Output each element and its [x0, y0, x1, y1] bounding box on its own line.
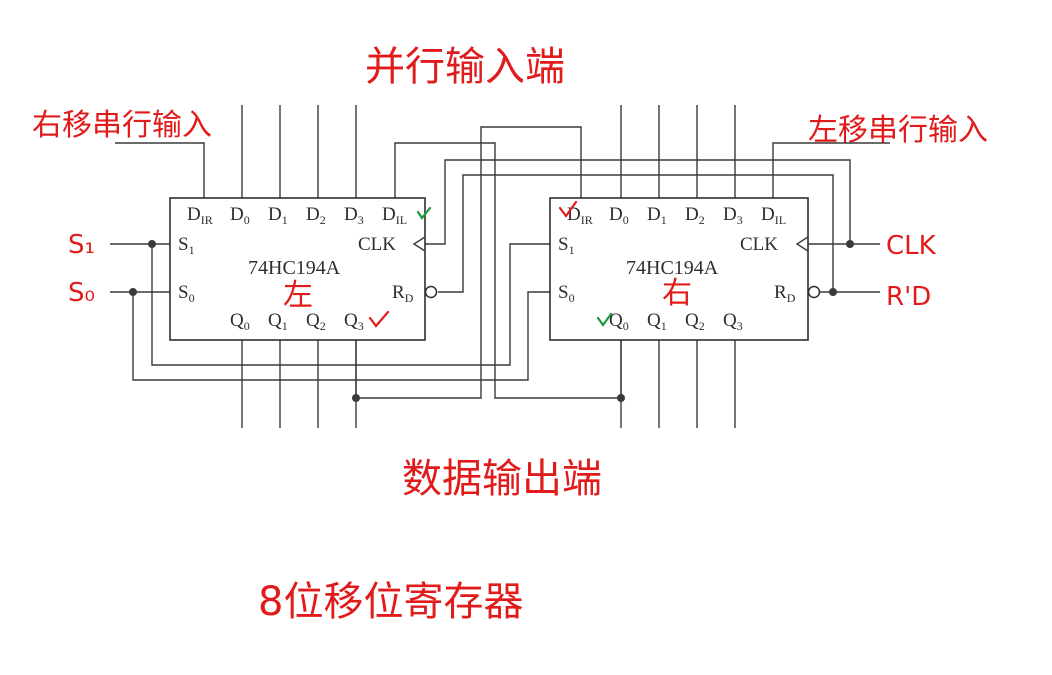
chip-right: DIR D0 D1 D2 D3 DIL S1 S0 CLK RD 74HC194… — [549, 197, 821, 341]
s1-handwritten-label: S₁ — [68, 230, 95, 260]
clk-handwritten-label: CLK — [886, 231, 937, 261]
pin-rd-right: RD — [774, 282, 796, 305]
left-chip-mark: 左 — [283, 278, 313, 313]
wiring — [110, 105, 890, 428]
pin-d2-right: D2 — [685, 204, 705, 227]
clk-triangle-icon — [795, 236, 809, 252]
chip-left: DIR D0 D1 D2 D3 DIL S1 S0 CLK RD 74HC194… — [169, 197, 438, 341]
pin-dil-left: DIL — [382, 204, 407, 227]
pin-clk-right: CLK — [740, 234, 778, 255]
check-icon — [558, 200, 578, 218]
clk-triangle-icon — [412, 236, 426, 252]
pin-s0-left: S0 — [178, 282, 195, 305]
pin-q3-right: Q3 — [723, 310, 743, 333]
chip-right-name: 74HC194A — [626, 257, 719, 279]
chip-left-name: 74HC194A — [248, 257, 341, 279]
pin-q3-left: Q3 — [344, 310, 364, 333]
pin-d1-right: D1 — [647, 204, 667, 227]
pin-d3-right: D3 — [723, 204, 743, 227]
left-shift-serial-input-label: 左移串行输入 — [808, 113, 988, 148]
pin-q1-right: Q1 — [647, 310, 667, 333]
right-chip-mark: 右 — [662, 276, 692, 311]
pin-q0-left: Q0 — [230, 310, 250, 333]
pin-q2-left: Q2 — [306, 310, 326, 333]
rd-inverter-bubble-icon — [424, 285, 438, 299]
data-output-label: 数据输出端 — [402, 456, 602, 502]
pin-clk-left: CLK — [358, 234, 396, 255]
pin-q2-right: Q2 — [685, 310, 705, 333]
pin-q1-left: Q1 — [268, 310, 288, 333]
pin-d2-left: D2 — [306, 204, 326, 227]
rd-inverter-bubble-icon — [807, 285, 821, 299]
check-icon — [596, 312, 613, 327]
right-shift-serial-input-label: 右移串行输入 — [32, 108, 212, 143]
diagram-title: 8位移位寄存器 — [258, 579, 523, 625]
check-icon — [368, 310, 390, 328]
pin-d3-left: D3 — [344, 204, 364, 227]
pin-s1-left: S1 — [178, 234, 195, 257]
parallel-input-label: 并行输入端 — [365, 44, 565, 90]
pin-s0-right: S0 — [558, 282, 575, 305]
s0-handwritten-label: S₀ — [68, 278, 95, 308]
pin-s1-right: S1 — [558, 234, 575, 257]
check-icon — [416, 206, 432, 220]
pin-dil-right: DIL — [761, 204, 786, 227]
pin-dir-left: DIR — [187, 204, 213, 227]
pin-d1-left: D1 — [268, 204, 288, 227]
rd-handwritten-label: R'D — [886, 282, 931, 312]
pin-q0-right: Q0 — [609, 310, 629, 333]
pin-d0-right: D0 — [609, 204, 629, 227]
handwritten-annotations: 并行输入端 右移串行输入 左移串行输入 数据输出端 8位移位寄存器 S₁ S₀ … — [32, 44, 988, 625]
pin-d0-left: D0 — [230, 204, 250, 227]
pin-rd-left: RD — [392, 282, 414, 305]
